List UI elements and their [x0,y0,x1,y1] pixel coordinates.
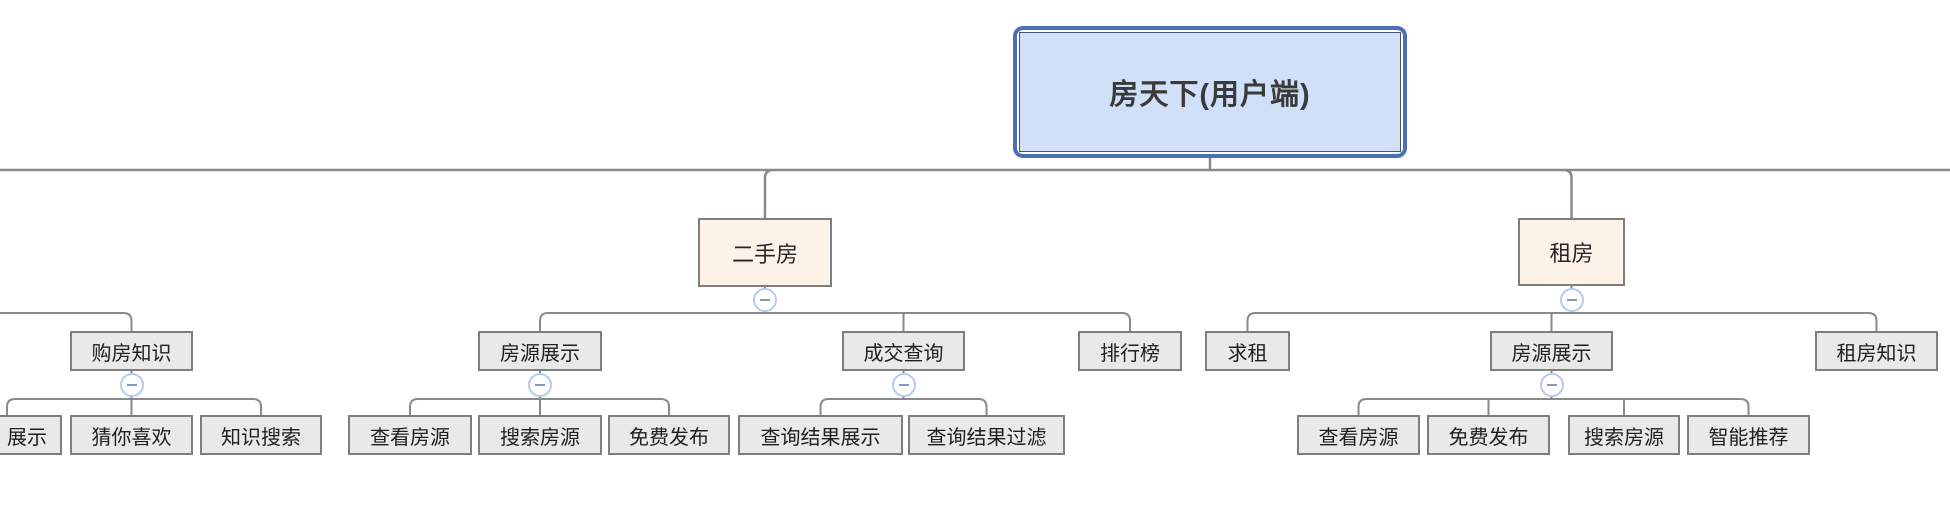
node-zufang-zhishi[interactable]: 租房知识 [1815,331,1938,371]
node-ershoufang[interactable]: 二手房 [698,218,832,287]
minus-icon [898,384,909,386]
node-label: 购房知识 [91,342,172,365]
node-label: 智能推荐 [1708,426,1789,449]
node-label: 租房知识 [1836,342,1917,365]
minus-icon [1566,298,1577,301]
collapse-minus-icon-goufang-zhishi[interactable] [119,373,144,397]
node-label: 知识搜索 [221,426,301,449]
node-label: 二手房 [731,241,798,267]
collapse-minus-icon-chengjiao-chaxun[interactable] [891,373,916,397]
connector-root [0,158,1950,218]
node-sousuo-fangyuan-esf[interactable]: 搜索房源 [478,415,602,455]
node-label: 房天下(用户端) [1019,32,1401,152]
node-fangyuan-zhanshi-esf[interactable]: 房源展示 [478,331,602,371]
node-label: 成交查询 [863,342,944,365]
minus-icon [126,384,137,386]
node-label: 查询结果展示 [760,426,881,449]
collapse-minus-icon-zufang[interactable] [1559,287,1584,312]
node-label: 查看房源 [1318,426,1399,449]
node-zhineng-tuijian[interactable]: 智能推荐 [1687,415,1810,455]
node-zufang[interactable]: 租房 [1518,218,1625,286]
node-chaxun-jieguo-guolv[interactable]: 查询结果过滤 [908,415,1065,455]
node-label: 求租 [1227,342,1268,365]
node-label: 搜索房源 [1584,426,1664,449]
collapse-minus-icon-fangyuan-zhanshi-zf[interactable] [1539,373,1564,397]
node-mianfei-fabu-zf[interactable]: 免费发布 [1427,415,1550,455]
node-label: 房源展示 [1511,342,1592,365]
node-label: 免费发布 [629,426,709,449]
node-chakan-fangyuan-zf[interactable]: 查看房源 [1297,415,1420,455]
node-zhanshi-cut[interactable]: 展示 [0,415,62,455]
minus-icon [1546,384,1557,386]
node-fangyuan-zhanshi-zf[interactable]: 房源展示 [1490,331,1613,371]
collapse-minus-icon-ershoufang[interactable] [753,288,777,312]
node-sousuo-fangyuan-zf[interactable]: 搜索房源 [1568,415,1680,455]
minus-icon [535,384,545,386]
node-label: 房源展示 [500,342,580,365]
node-paihangbang[interactable]: 排行榜 [1078,331,1182,371]
node-goufang-zhishi[interactable]: 购房知识 [70,331,193,371]
node-chaxun-jieguo-zhanshi[interactable]: 查询结果展示 [738,415,903,455]
node-zhishi-sousuo[interactable]: 知识搜索 [200,415,322,455]
node-label: 猜你喜欢 [91,426,172,449]
node-label: 查询结果过滤 [926,426,1047,449]
node-label: 免费发布 [1448,426,1529,449]
connector-offscreen-left [0,312,133,331]
node-label: 租房 [1549,241,1594,266]
node-label: 展示 [7,426,47,449]
node-qiuzu[interactable]: 求租 [1205,331,1290,371]
node-label: 查看房源 [370,426,450,449]
node-label: 排行榜 [1100,342,1160,365]
minus-icon [760,299,770,301]
connector-fangyuan-zhanshi-zf [1357,371,1750,415]
connector-ershoufang [539,287,1131,331]
node-root[interactable]: 房天下(用户端) [1013,26,1407,158]
node-label: 搜索房源 [500,426,580,449]
collapse-minus-icon-fangyuan-zhanshi-esf[interactable] [528,373,552,397]
node-mianfei-fabu-esf[interactable]: 免费发布 [608,415,730,455]
node-cainixihuan[interactable]: 猜你喜欢 [70,415,193,455]
node-chengjiao-chaxun[interactable]: 成交查询 [842,331,965,371]
node-chakan-fangyuan-esf[interactable]: 查看房源 [348,415,472,455]
